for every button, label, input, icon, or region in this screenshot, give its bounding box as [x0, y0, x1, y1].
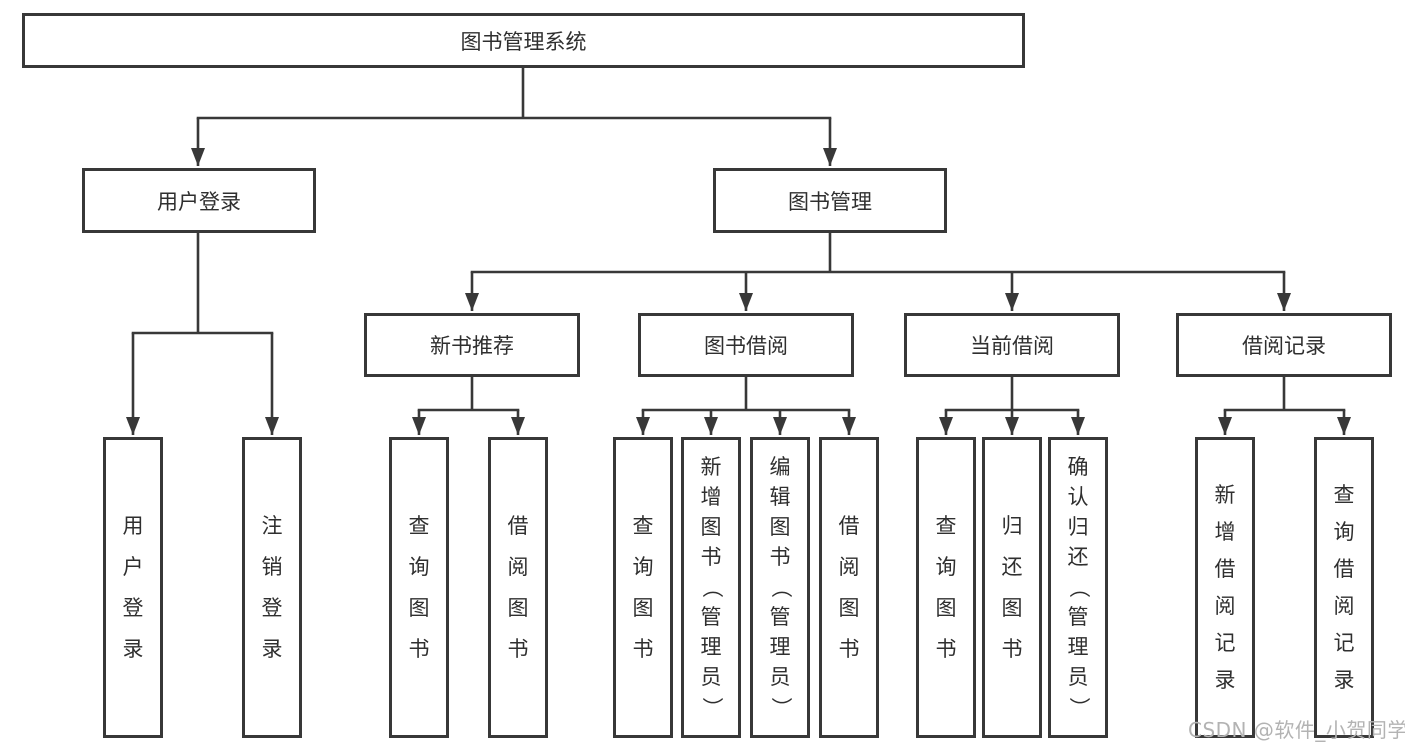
node-book-management: 图书管理 [713, 168, 947, 233]
vertical-char: 图 [408, 595, 430, 620]
node-leaf-borrow-books-borrowing: 借阅图书 [819, 437, 879, 738]
vertical-char: 登 [122, 595, 144, 620]
vertical-char: 录 [261, 636, 283, 661]
node-root: 图书管理系统 [22, 13, 1025, 68]
vertical-char: 图 [769, 515, 791, 539]
vertical-char: （ [768, 577, 793, 598]
vertical-char: 管 [700, 605, 722, 629]
node-leaf-borrow-books-recommend: 借阅图书 [488, 437, 548, 738]
vertical-char: 员 [769, 665, 791, 689]
node-leaf-query-books-borrowing: 查询图书 [613, 437, 673, 738]
vertical-char: （ [1066, 577, 1091, 598]
vertical-char: 书 [769, 545, 791, 569]
vertical-char: ） [699, 697, 724, 718]
node-leaf-return-books: 归还图书 [982, 437, 1042, 738]
vertical-char: 书 [700, 545, 722, 569]
vertical-char: 归 [1001, 513, 1023, 538]
node-current-borrowing: 当前借阅 [904, 313, 1120, 377]
vertical-char: 录 [122, 636, 144, 661]
vertical-char: 销 [261, 554, 283, 579]
vertical-char: 图 [507, 595, 529, 620]
vertical-char: 查 [1333, 482, 1355, 507]
vertical-char: ） [1066, 697, 1091, 718]
node-leaf-query-books-recommend: 查询图书 [389, 437, 449, 738]
node-leaf-logout: 注销登录 [242, 437, 302, 738]
vertical-char: 阅 [1333, 593, 1355, 618]
node-leaf-user-login: 用户登录 [103, 437, 163, 738]
vertical-char: 管 [769, 605, 791, 629]
vertical-char: 员 [700, 665, 722, 689]
vertical-char: 新 [1214, 482, 1236, 507]
vertical-char: 借 [1214, 556, 1236, 581]
vertical-char: 查 [935, 513, 957, 538]
vertical-char: 查 [408, 513, 430, 538]
vertical-char: 书 [408, 636, 430, 661]
vertical-char: 员 [1067, 665, 1089, 689]
vertical-char: 户 [122, 554, 144, 579]
node-leaf-confirm-return-admin: 确认归还 （ 管理员 ） [1048, 437, 1108, 738]
vertical-char: 管 [1067, 605, 1089, 629]
node-borrowing-records: 借阅记录 [1176, 313, 1392, 377]
vertical-char: 询 [935, 554, 957, 579]
vertical-char: 用 [122, 513, 144, 538]
node-leaf-edit-books-admin: 编辑图书 （ 管理员 ） [750, 437, 810, 738]
vertical-char: 阅 [507, 554, 529, 579]
vertical-char: 辑 [769, 485, 791, 509]
node-new-book-recommend: 新书推荐 [364, 313, 580, 377]
node-user-login: 用户登录 [82, 168, 316, 233]
vertical-char: 归 [1067, 515, 1089, 539]
vertical-char: 新 [700, 455, 722, 479]
vertical-char: 查 [632, 513, 654, 538]
vertical-char: 增 [700, 485, 722, 509]
vertical-char: 增 [1214, 519, 1236, 544]
vertical-char: 书 [507, 636, 529, 661]
vertical-char: 注 [261, 513, 283, 538]
node-leaf-query-books-current: 查询图书 [916, 437, 976, 738]
vertical-char: 阅 [838, 554, 860, 579]
vertical-char: 书 [1001, 636, 1023, 661]
vertical-char: 书 [838, 636, 860, 661]
vertical-char: ） [768, 697, 793, 718]
vertical-char: 借 [838, 513, 860, 538]
node-leaf-add-borrow-record: 新增借阅记录 [1195, 437, 1255, 738]
vertical-char: 编 [769, 455, 791, 479]
vertical-char: 录 [1214, 667, 1236, 692]
vertical-char: 书 [632, 636, 654, 661]
vertical-char: 图 [632, 595, 654, 620]
node-book-borrowing: 图书借阅 [638, 313, 854, 377]
vertical-char: 书 [935, 636, 957, 661]
vertical-char: 记 [1333, 630, 1355, 655]
vertical-char: 记 [1214, 630, 1236, 655]
node-leaf-add-books-admin: 新增图书 （ 管理员 ） [681, 437, 741, 738]
vertical-char: 登 [261, 595, 283, 620]
node-leaf-query-borrow-record: 查询借阅记录 [1314, 437, 1374, 738]
vertical-char: 认 [1067, 485, 1089, 509]
vertical-char: 理 [769, 635, 791, 659]
vertical-char: 图 [1001, 595, 1023, 620]
vertical-char: 借 [1333, 556, 1355, 581]
vertical-char: 理 [700, 635, 722, 659]
vertical-char: 录 [1333, 667, 1355, 692]
vertical-char: 图 [935, 595, 957, 620]
vertical-char: 理 [1067, 635, 1089, 659]
vertical-char: 图 [838, 595, 860, 620]
vertical-char: 图 [700, 515, 722, 539]
vertical-char: 询 [408, 554, 430, 579]
csdn-watermark: CSDN @软件_小贺同学 [1188, 718, 1405, 742]
vertical-char: （ [699, 577, 724, 598]
vertical-char: 询 [1333, 519, 1355, 544]
vertical-char: 确 [1067, 455, 1089, 479]
vertical-char: 阅 [1214, 593, 1236, 618]
vertical-char: 询 [632, 554, 654, 579]
vertical-char: 还 [1001, 554, 1023, 579]
vertical-char: 借 [507, 513, 529, 538]
vertical-char: 还 [1067, 545, 1089, 569]
